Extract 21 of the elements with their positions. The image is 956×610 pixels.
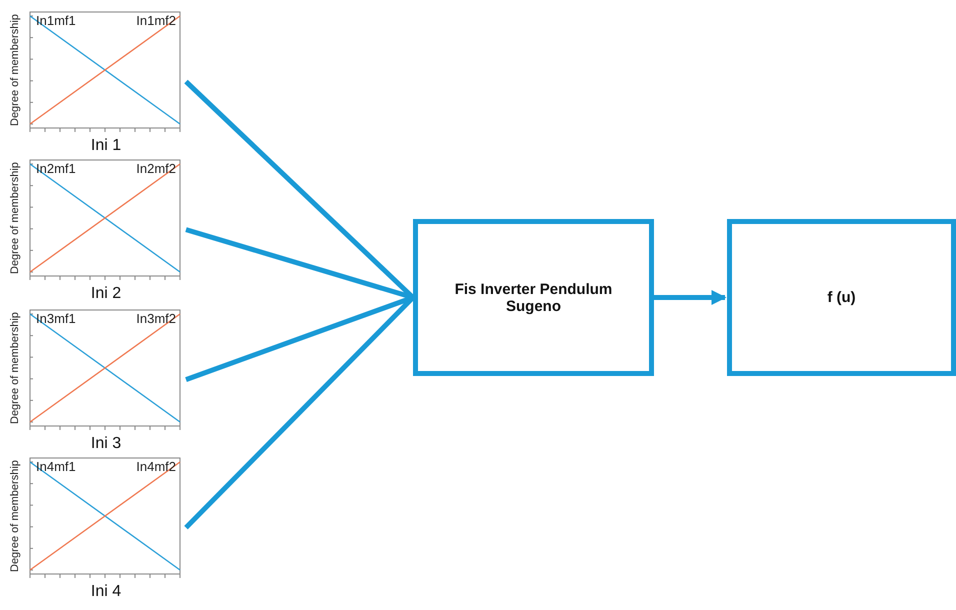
membership-function-label: In2mf1 xyxy=(36,161,76,176)
membership-function-label: In1mf2 xyxy=(136,13,176,28)
axis-label: Degree of membership xyxy=(9,14,21,126)
membership-function-label: In3mf1 xyxy=(36,311,76,326)
plot-caption: Ini 2 xyxy=(90,285,122,303)
axis-label: Degree of membership xyxy=(9,162,21,274)
process-box xyxy=(727,219,956,376)
axis-label: Degree of membership xyxy=(9,460,21,572)
membership-function-label: In4mf2 xyxy=(136,459,176,474)
membership-function-label: In4mf1 xyxy=(36,459,76,474)
process-box xyxy=(413,219,654,376)
connector-line xyxy=(654,290,726,305)
membership-function-label: In2mf2 xyxy=(136,161,176,176)
block-label: f (u) xyxy=(827,289,856,306)
plot-caption: Ini 4 xyxy=(90,583,122,601)
axis-label: Degree of membership xyxy=(9,312,21,424)
block-label: Fis Inverter Pendulum Sugeno xyxy=(454,280,614,314)
plot-caption: Ini 3 xyxy=(90,435,122,453)
plot-caption: Ini 1 xyxy=(90,137,122,155)
membership-function-label: In3mf2 xyxy=(136,311,176,326)
membership-function-label: In1mf1 xyxy=(36,13,76,28)
